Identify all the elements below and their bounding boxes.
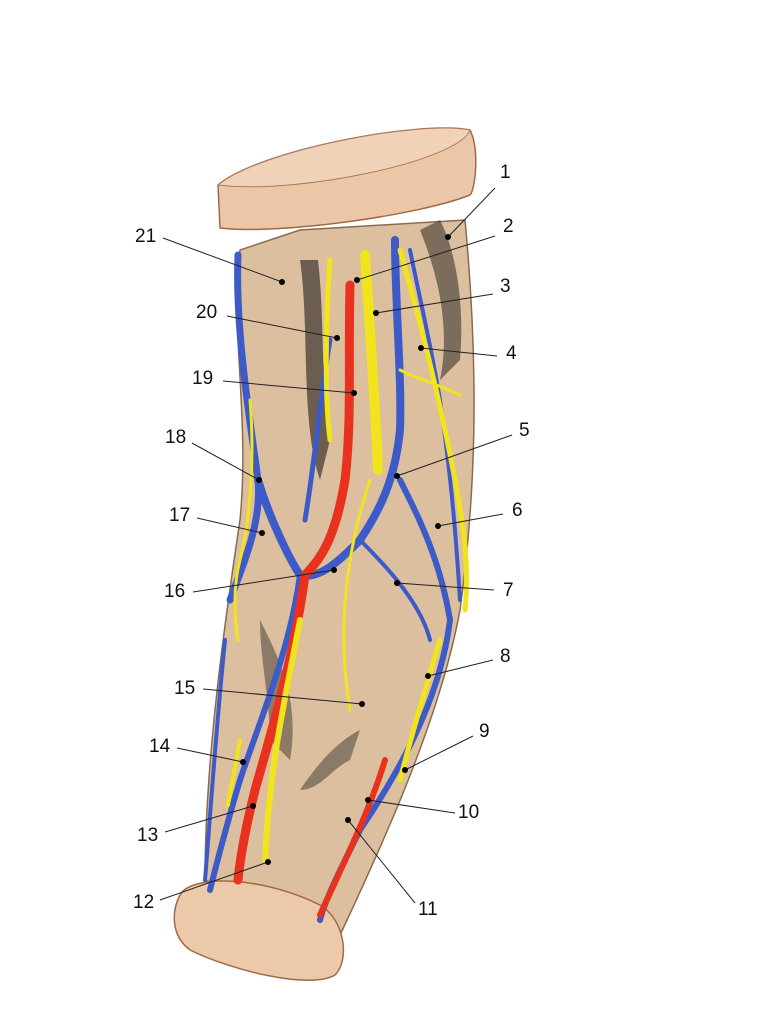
leader-line <box>367 799 456 814</box>
leader-dot <box>259 530 265 536</box>
artery-branch <box>317 757 388 918</box>
structure-label-2: 2 <box>503 216 514 237</box>
leader-line <box>447 187 496 238</box>
leader-line <box>162 237 283 283</box>
muscle-shadow <box>300 730 360 790</box>
leader-dot <box>365 797 371 803</box>
leader-line <box>375 293 494 314</box>
leader-dot <box>359 701 365 707</box>
structure-label-10: 10 <box>458 802 479 823</box>
leader-dot <box>250 803 256 809</box>
structure-label-1: 1 <box>500 162 511 183</box>
leader-line <box>196 517 263 534</box>
structure-label-20: 20 <box>196 302 217 323</box>
structure-label-21: 21 <box>135 226 156 247</box>
structure-label-4: 4 <box>506 343 517 364</box>
leader-line <box>226 315 338 339</box>
leader-line <box>437 513 504 527</box>
structure-label-16: 16 <box>164 581 185 602</box>
muscle-shadow <box>300 260 330 480</box>
leader-line <box>347 819 416 904</box>
structure-label-7: 7 <box>503 580 514 601</box>
leader-line <box>396 434 513 477</box>
leader-dot <box>331 567 337 573</box>
structure-label-14: 14 <box>149 736 171 757</box>
leader-line <box>404 735 474 771</box>
structure-label-15: 15 <box>174 678 195 699</box>
leader-dot <box>445 234 451 240</box>
leader-line <box>420 347 498 357</box>
structure-label-5: 5 <box>519 420 530 441</box>
leader-dot <box>354 277 360 283</box>
muscle-shadow <box>420 220 462 380</box>
structure-label-3: 3 <box>500 276 511 297</box>
leader-line <box>192 569 335 593</box>
proximal-cut-surface <box>216 127 471 188</box>
structure-label-6: 6 <box>512 500 523 521</box>
leader-dot <box>345 817 351 823</box>
leader-dot <box>373 310 379 316</box>
distal-cut-section <box>173 880 345 981</box>
label-pointers <box>159 187 513 904</box>
nerves <box>226 247 470 863</box>
leader-line <box>176 747 244 763</box>
leader-dot <box>418 345 424 351</box>
leader-line <box>159 861 269 901</box>
structure-label-18: 18 <box>165 427 186 448</box>
muscle-shadow <box>260 620 293 760</box>
structure-label-11: 11 <box>418 899 438 920</box>
leader-dot <box>256 477 262 483</box>
leader-dot <box>279 279 285 285</box>
leader-line <box>222 380 355 394</box>
structure-label-13: 13 <box>137 825 158 846</box>
leader-line <box>202 688 363 705</box>
leader-line <box>164 805 254 833</box>
leader-dot <box>394 473 400 479</box>
structure-label-9: 9 <box>479 721 490 742</box>
leader-line <box>427 659 494 677</box>
leader-line <box>356 235 496 281</box>
leader-dot <box>265 859 271 865</box>
leader-dot <box>402 767 408 773</box>
structure-label-19: 19 <box>192 368 213 389</box>
leader-dot <box>334 335 340 341</box>
structure-label-8: 8 <box>500 646 511 667</box>
leader-line <box>191 442 260 481</box>
structure-label-17: 17 <box>169 505 190 526</box>
leader-dot <box>351 390 357 396</box>
leader-dot <box>394 580 400 586</box>
leader-dot <box>435 523 441 529</box>
leader-dot <box>240 759 246 765</box>
leader-dot <box>425 673 431 679</box>
structure-label-12: 12 <box>133 892 154 913</box>
leader-line <box>396 582 495 591</box>
